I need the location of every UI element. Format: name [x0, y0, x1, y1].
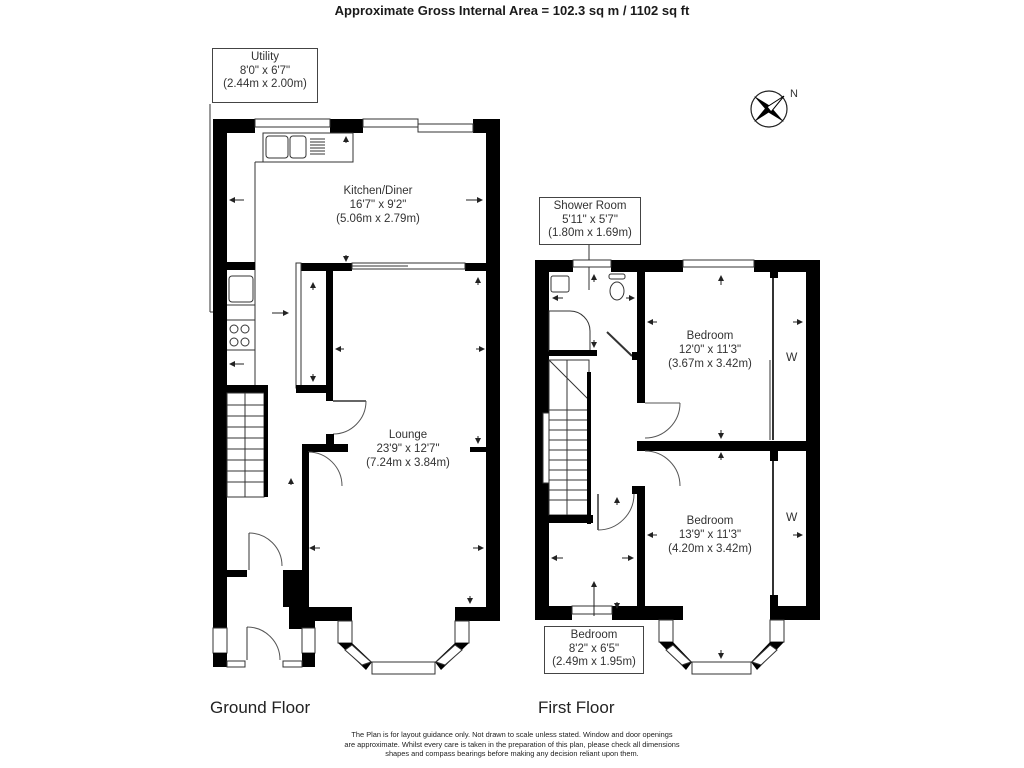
room-imperial: 12'0" x 11'3": [678, 344, 742, 356]
room-name: Shower Room: [553, 200, 627, 212]
room-imperial: 8'0" x 6'7": [239, 64, 291, 77]
compass-rose-icon: [750, 90, 788, 128]
first-floor-plan: [535, 245, 820, 675]
room-imperial: 5'11" x 5'7": [562, 213, 618, 226]
disclaimer-line: shapes and compass bearings before makin…: [385, 749, 639, 759]
room-metric: (4.20m x 3.42m): [668, 543, 752, 555]
room-metric: (2.44m x 2.00m): [223, 78, 307, 90]
room-label-bedroom-1: Bedroom 12'0" x 11'3" (3.67m x 3.42m): [657, 329, 763, 371]
room-label-lounge: Lounge 23'9" x 12'7" (7.24m x 3.84m): [348, 428, 468, 470]
room-label-utility: Utility 8'0" x 6'7" (2.44m x 2.00m): [212, 48, 318, 103]
wardrobe-label-2: W: [786, 510, 798, 524]
room-name: Kitchen/Diner: [343, 185, 413, 197]
room-metric: (7.24m x 3.84m): [366, 457, 450, 469]
room-imperial: 16'7" x 9'2": [349, 199, 407, 211]
disclaimer-line: are approximate. Whilst every care is ta…: [344, 739, 680, 749]
room-label-bedroom-3: Bedroom 8'2" x 6'5" (2.49m x 1.95m): [544, 626, 644, 674]
ground-floor-plan: [209, 104, 500, 675]
room-label-bedroom-2: Bedroom 13'9" x 11'3" (4.20m x 3.42m): [657, 514, 763, 556]
room-name: Bedroom: [686, 330, 734, 342]
room-metric: (1.80m x 1.69m): [548, 227, 632, 239]
room-name: Utility: [250, 51, 280, 63]
room-imperial: 23'9" x 12'7": [376, 443, 440, 455]
room-metric: (5.06m x 2.79m): [336, 213, 420, 225]
first-floor-label: First Floor: [538, 698, 615, 717]
room-metric: (2.49m x 1.95m): [552, 656, 636, 668]
wardrobe-label-1: W: [786, 350, 798, 364]
room-name: Bedroom: [686, 515, 734, 527]
room-label-kitchen-diner: Kitchen/Diner 16'7" x 9'2" (5.06m x 2.79…: [318, 184, 438, 226]
ground-floor-label: Ground Floor: [210, 698, 311, 717]
room-name: Bedroom: [570, 629, 618, 641]
disclaimer-text: The Plan is for layout guidance only. No…: [300, 730, 724, 759]
room-label-shower-room: Shower Room 5'11" x 5'7" (1.80m x 1.69m): [539, 197, 641, 245]
north-label: N: [790, 88, 798, 100]
room-imperial: 8'2" x 6'5": [568, 642, 620, 655]
room-metric: (3.67m x 3.42m): [668, 358, 752, 370]
disclaimer-line: The Plan is for layout guidance only. No…: [351, 730, 673, 739]
room-imperial: 13'9" x 11'3": [678, 529, 742, 541]
gross-area-title: Approximate Gross Internal Area = 102.3 …: [334, 3, 690, 18]
room-name: Lounge: [388, 429, 428, 441]
